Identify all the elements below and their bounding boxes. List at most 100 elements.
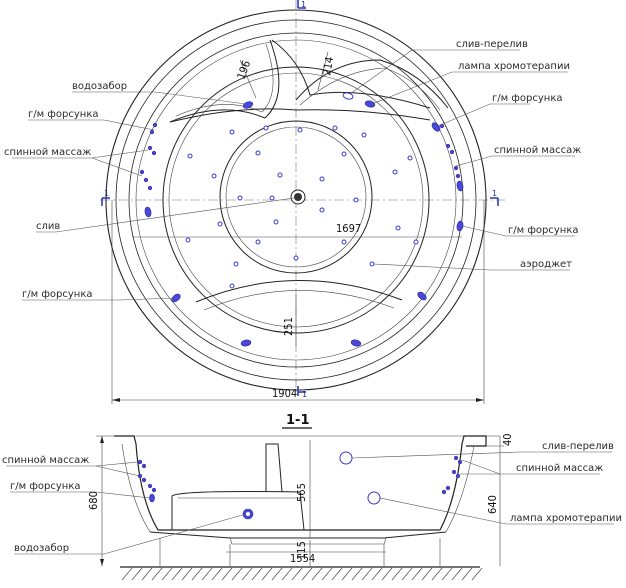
section-chromotherapy-lamp [367,491,381,505]
massage-dot [139,169,145,175]
massage-dot [147,185,153,191]
top-left-seat [169,39,280,123]
hydro-jet [144,206,152,218]
plan-view: 1904 1697 251 196 214 1 1 1 1 [4,0,581,404]
sec-label-back-massage-right: спинной массаж [516,463,603,474]
aerojet-dot [211,173,217,179]
label-back-massage-left: спинной массаж [4,147,91,158]
bottom-seat-edge [203,290,395,311]
aerojet-dot [297,127,303,133]
massage-dot [455,173,461,179]
label-hydro-jet-top-right: г/м форсунка [492,93,562,104]
top-left-seat-edge [175,43,274,117]
aerojet-dot [229,283,235,289]
dim-depth-right: 640 [486,495,499,514]
label-aerojet: аэроджет [520,259,572,270]
dim-feet: 115 [295,541,308,560]
aerojet-dot [255,239,261,245]
tub-right-wall-inner [445,445,475,533]
svg-text:1: 1 [104,189,109,198]
aerojet-dot [353,197,359,203]
center-sump-inner [225,126,367,268]
label-chromotherapy-lamp: лампа хромотерапии [458,61,570,72]
dim-total-height: 680 [87,491,100,510]
label-overflow-drain: слив-перелив [456,39,528,50]
floor-hatching [121,567,483,581]
aerojet-dot [319,207,325,213]
label-back-massage-right: спинной массаж [494,145,581,156]
aerojet-dot [255,150,261,156]
aerojet-dot [233,261,239,267]
aerojet-dot [361,132,367,138]
left-seat-dim-label: 196 [235,59,254,81]
sec-label-water-intake: водозабор [14,543,69,554]
dim-bottom-width: 1554 [290,552,315,565]
aerojet-dot [341,239,347,245]
sec-label-overflow-drain: слив-перелив [542,441,614,452]
section-mark-right: 1 [490,189,499,206]
section-overflow-drain [339,451,353,465]
massage-dot [449,149,455,155]
aerojet-dot [341,151,347,157]
top-right-seat-edge [299,67,441,111]
hydro-jet [240,339,252,347]
top-right-seat [295,59,449,109]
massage-dot [147,145,153,151]
label-drain: слив [36,221,60,232]
section-view: 1-1 [2,413,622,581]
massage-dot [143,177,149,183]
hydro-jets [144,92,464,347]
aerojet-dot [273,219,279,225]
aerojet-dot [369,261,375,267]
left-seat-dim-line [239,59,257,99]
label-hydro-jet-top-left: г/м форсунка [28,109,98,120]
inner-diameter-label: 1697 [336,222,361,235]
inner-wall [128,32,464,368]
outer-rim-inner [115,19,477,381]
aerojet-dot [407,155,413,161]
hydro-jet [171,293,181,303]
aerojet-dot [319,176,325,182]
svg-text:1: 1 [302,390,307,399]
hydro-jet [431,122,441,132]
section-mark-left: 1 [101,189,110,206]
aerojet-dot [229,129,235,135]
aerojet-dot [237,195,243,201]
aerojet-dot [263,125,269,131]
aerojet-dot [395,225,401,231]
aerojet-dot [185,237,191,243]
tub-outer-outline [114,435,487,531]
svg-text:1: 1 [301,0,306,9]
sec-label-hydro-jet-left: г/м форсунка [10,481,80,492]
aerojets [185,125,419,289]
center-sump [219,120,373,274]
bottom-seat-front [195,280,403,303]
massage-dot [149,129,155,135]
section-mark-top: 1 [297,0,306,9]
massage-dot [445,143,451,149]
hydro-jet [456,180,464,192]
overflow-drain-marker [342,92,354,100]
hydro-jet [364,100,376,108]
label-water-intake: водозабор [72,81,127,92]
top-seat-front [169,108,431,123]
dim-inner-height: 565 [295,483,308,502]
top-right-seat-line [271,39,431,109]
right-seat-dim-label: 214 [320,56,336,77]
dim-rim: 40 [501,433,514,446]
tub-bottom-base [229,537,387,545]
tub-left-wall-inner [121,443,151,533]
label-hydro-jet-bottom-left: г/м форсунка [22,289,92,300]
massage-dot [453,165,459,171]
tub-bottom [149,531,447,539]
plan-leaders [12,49,575,301]
sec-label-back-massage-left: спинной массаж [2,455,89,466]
outer-rim [105,9,487,391]
right-seat-dim-line [317,51,329,91]
inner-wall-edge [135,39,457,361]
massage-dot [151,150,157,156]
section-jets [137,451,463,520]
aerojet-dot [269,195,275,201]
bottom-seat-dim-label: 251 [282,317,295,336]
hydro-jet [417,291,427,301]
